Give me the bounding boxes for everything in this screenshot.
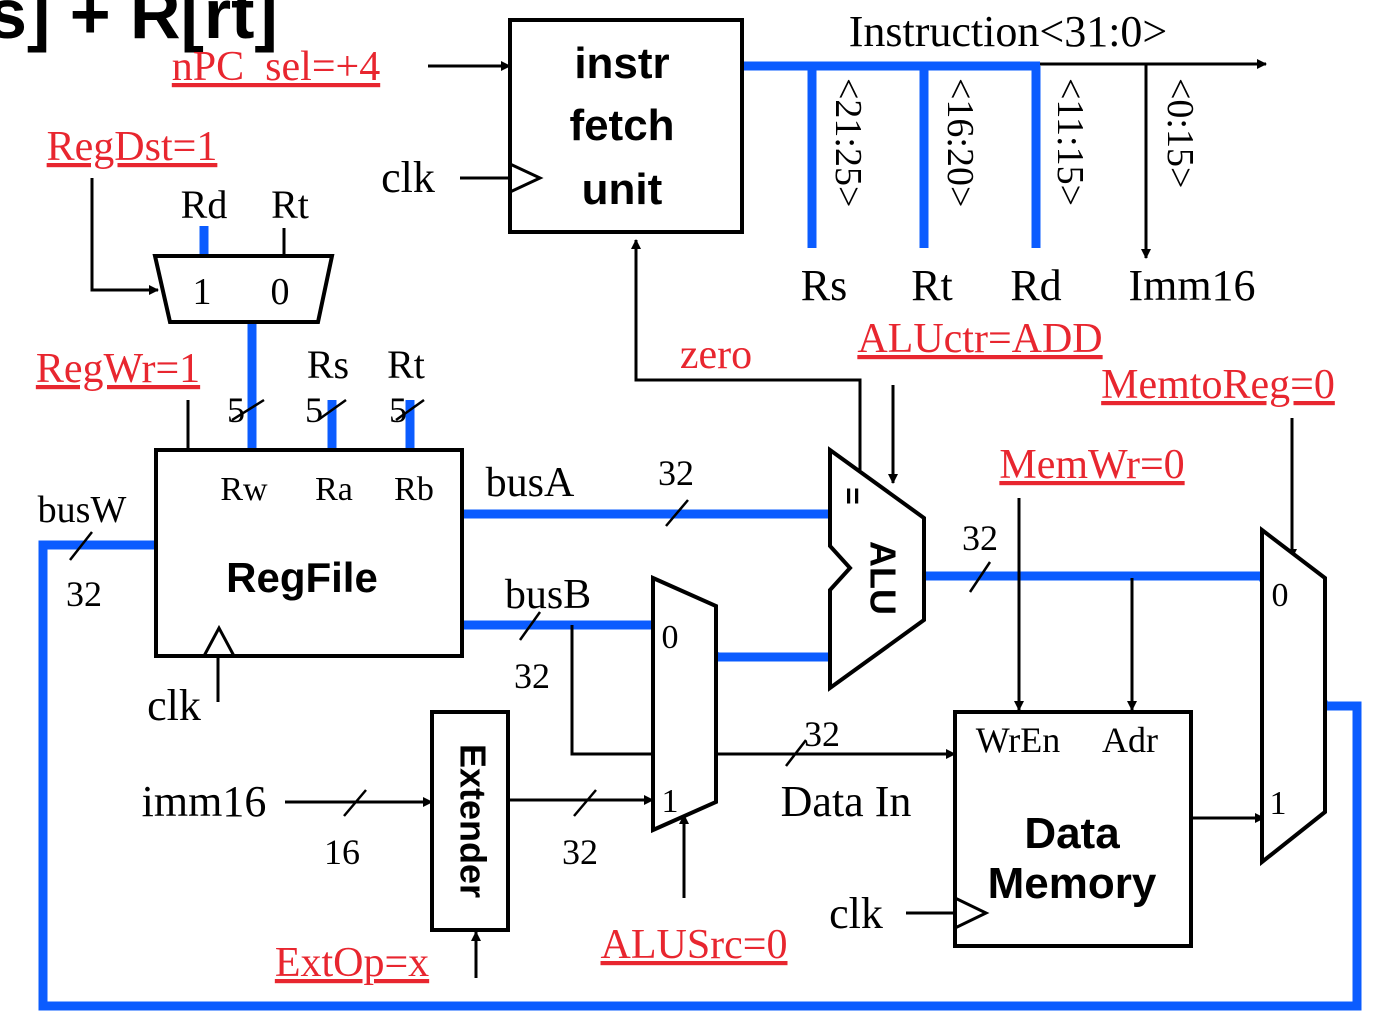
instruction-label: Instruction<31:0> <box>849 7 1167 56</box>
memwr-control: MemWr=0 <box>999 442 1184 488</box>
tick-busW <box>69 531 93 561</box>
memtoreg-mux-in1: 1 <box>1270 785 1287 822</box>
rw-port: Rw <box>220 471 268 508</box>
zero-label: zero <box>680 332 752 378</box>
regdst-wire <box>90 178 159 295</box>
data-in-wire <box>570 625 956 759</box>
data-in-width: 32 <box>804 714 840 754</box>
dmem-label-line1: Data <box>1024 809 1120 858</box>
alu-eq-label: = <box>836 487 869 505</box>
register-file <box>154 448 464 658</box>
regdst-mux-in0: 0 <box>271 271 290 313</box>
ext-out-width: 32 <box>562 832 598 872</box>
alu <box>828 446 926 692</box>
ifu-label-line2: fetch <box>569 101 674 150</box>
tick-busB <box>518 611 542 641</box>
field-imm-name: Imm16 <box>1128 261 1255 310</box>
alusrc-mux <box>651 574 718 834</box>
aluctr-control: ALUctr=ADD <box>857 316 1102 362</box>
regfile-clk-triangle <box>202 624 236 657</box>
imm16-label: imm16 <box>142 777 267 826</box>
memtoreg-mux-in0: 0 <box>1272 577 1289 614</box>
regfile-clk-label: clk <box>147 681 201 730</box>
field-rt-bits: <16:20> <box>939 78 981 207</box>
regdst-mux <box>152 254 335 324</box>
alu-out-width: 32 <box>962 518 998 558</box>
rb-port: Rb <box>394 471 434 508</box>
adr-port: Adr <box>1102 720 1158 760</box>
regfile-rs-label: Rs <box>307 342 349 387</box>
npc-sel-control: nPC_sel=+4 <box>172 44 380 90</box>
busW-label: busW <box>38 489 127 531</box>
tick-imm16 <box>343 789 367 817</box>
field-rs-bits: <21:25> <box>827 78 869 207</box>
tick-ext-out <box>573 789 597 817</box>
tick-rb <box>395 398 425 422</box>
extop-control: ExtOp=x <box>275 940 429 986</box>
busA-width: 32 <box>658 453 694 493</box>
field-imm-bits: <0:15> <box>1159 78 1201 188</box>
field-rd-name: Rd <box>1010 261 1061 310</box>
tick-rw <box>231 398 265 422</box>
alu-label: ALU <box>862 541 903 615</box>
dmem-label-line2: Memory <box>988 859 1157 908</box>
mux-rd-label: Rd <box>181 182 228 227</box>
busW-width: 32 <box>66 574 102 614</box>
ifu-label-line1: instr <box>574 39 669 88</box>
dmem-clk-triangle <box>954 896 990 930</box>
ra-port: Ra <box>315 471 353 508</box>
extender-label: Extender <box>452 744 493 898</box>
rb-width: 5 <box>389 390 407 430</box>
tick-busA <box>665 499 689 527</box>
dmem-clk-label: clk <box>829 889 883 938</box>
regwr-control: RegWr=1 <box>36 346 200 392</box>
ifu-clk-triangle <box>509 162 544 194</box>
busB-width: 32 <box>514 656 550 696</box>
extender <box>430 710 510 932</box>
control-wires <box>90 59 1297 978</box>
field-rs-name: Rs <box>801 261 847 310</box>
busB-label: busB <box>505 572 591 618</box>
instr-fetch-unit <box>508 18 744 234</box>
ra-width: 5 <box>305 390 323 430</box>
memtoreg-mux <box>1260 525 1327 867</box>
zero-feedback-wire <box>631 239 862 470</box>
tick-data-in <box>785 739 807 767</box>
alusrc-control: ALUSrc=0 <box>601 922 788 968</box>
data-in-label: Data In <box>781 777 912 826</box>
memtoreg-control: MemtoReg=0 <box>1101 362 1335 408</box>
ifu-label-line3: unit <box>582 165 663 214</box>
slide-title-fragment: s] + R[rt] <box>0 0 278 53</box>
alusrc-mux-in1: 1 <box>662 783 679 820</box>
field-rd-bits: <11:15> <box>1049 78 1091 206</box>
regfile-label: RegFile <box>226 554 378 601</box>
regdst-mux-in1: 1 <box>193 271 212 313</box>
alusrc-mux-in0: 0 <box>662 619 679 656</box>
data-memory <box>953 710 1193 948</box>
busA-label: busA <box>486 460 575 506</box>
tick-alu-out <box>968 561 992 593</box>
tick-ra <box>317 398 347 422</box>
field-rt-name: Rt <box>911 261 953 310</box>
rw-width: 5 <box>227 390 245 430</box>
busB-wire <box>462 620 828 662</box>
width-ticks <box>69 398 992 817</box>
wren-port: WrEn <box>976 720 1061 760</box>
mux-rt-label: Rt <box>271 182 309 227</box>
imm16-width: 16 <box>324 832 360 872</box>
ifu-clk-label: clk <box>381 153 435 202</box>
regfile-rt-label: Rt <box>387 342 425 387</box>
regdst-control: RegDst=1 <box>47 124 218 170</box>
